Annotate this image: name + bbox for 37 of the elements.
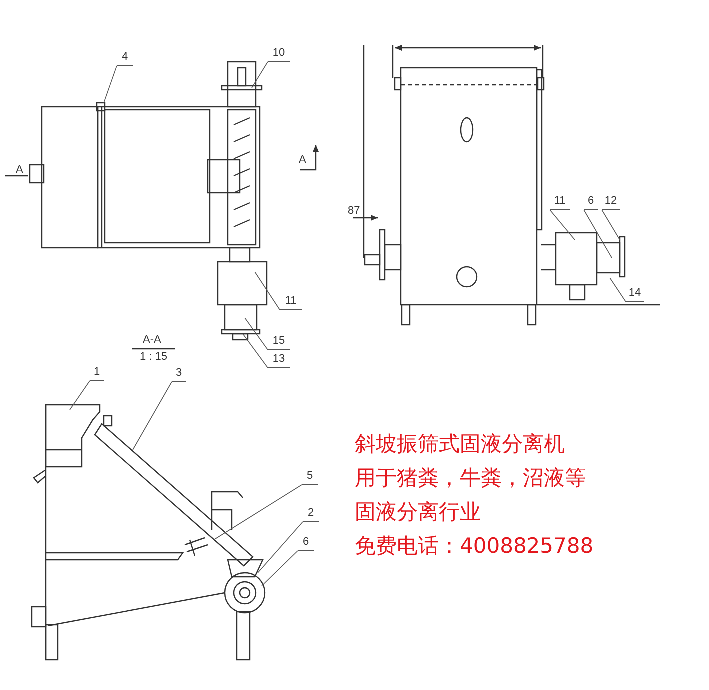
leader-line [244,318,268,350]
callout-number: 3 [172,366,186,382]
leader-line [602,210,620,240]
section-letter: A [299,154,306,167]
leader-line [610,278,626,302]
callout-number: 1 [90,365,104,381]
callout-number: 11 [280,294,302,310]
leader-line [252,62,268,88]
callout-number: 6 [584,194,598,210]
callout-number: 6 [298,535,314,551]
leader-line [584,210,612,258]
callout-number: 4 [117,50,133,66]
leader-line [214,484,302,540]
callout-number: 11 [550,194,570,210]
promo-text: 用于猪粪，牛粪，沼液等 [355,465,586,491]
callout-number: 13 [268,352,290,368]
leader-line [70,380,90,410]
callout-number: 5 [302,469,318,485]
leader-line [550,210,576,240]
leader-line [104,66,118,104]
callout-number: 12 [602,194,620,210]
callout-number: 10 [268,46,290,62]
leader-line [132,382,172,450]
promo-text: 固液分离行业 [355,499,481,525]
leader-line [254,272,280,310]
scale-text: 1 : 15 [140,351,168,364]
callout-number: 14 [626,286,644,302]
leader-line [242,334,268,368]
promo-text: 斜坡振筛式固液分离机 [355,431,565,457]
dimension-value: 87 [348,205,360,218]
section-title: A-A [143,334,162,347]
leader-line [258,522,304,574]
section-letter: A [16,164,24,177]
callout-number: 2 [303,506,319,522]
callout-number: 15 [268,334,290,350]
leader-line [262,550,298,586]
phone-text: 免费电话：4008825788 [355,533,594,559]
